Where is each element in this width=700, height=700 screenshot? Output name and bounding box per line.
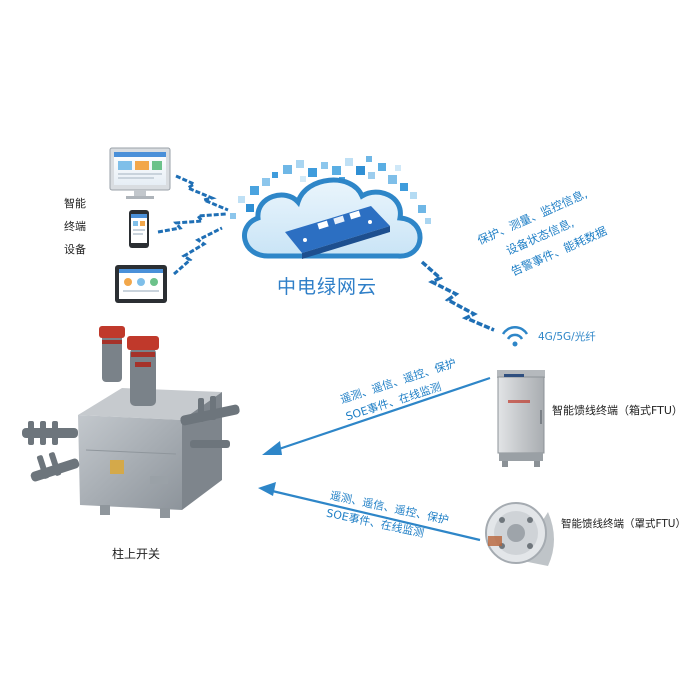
wireless-bolt-phone — [157, 212, 227, 234]
arrow-upper — [262, 376, 491, 455]
box-ftu-cabinet — [497, 370, 545, 467]
devices-label-line-2: 终端 — [64, 220, 86, 233]
round-ftu-label: 智能馈线终端（罩式FTU） — [561, 518, 686, 530]
wifi-icon — [501, 325, 529, 347]
switch-label: 柱上开关 — [112, 547, 161, 561]
network-label: 4G/5G/光纤 — [538, 331, 596, 343]
round-ftu-device — [485, 502, 554, 566]
smartphone — [129, 210, 149, 248]
box-ftu-label: 智能馈线终端（箱式FTU） — [552, 404, 683, 417]
devices-label: 智能 终端 设备 — [64, 192, 98, 261]
wireless-bolt-tablet — [173, 226, 223, 276]
tablet — [115, 265, 167, 303]
arrow-lower — [258, 482, 481, 542]
devices-label-line-1: 智能 — [64, 197, 86, 210]
cloud-label: 中电绿网云 — [277, 276, 378, 298]
cloud-shape — [242, 177, 423, 259]
desktop-monitor — [109, 147, 171, 199]
cloud-panel-device — [285, 206, 390, 259]
devices-label-line-3: 设备 — [64, 243, 86, 256]
wireless-bolt-monitor — [175, 174, 229, 212]
wireless-bolt-network — [420, 260, 495, 332]
pole-mounted-switch — [22, 326, 240, 518]
